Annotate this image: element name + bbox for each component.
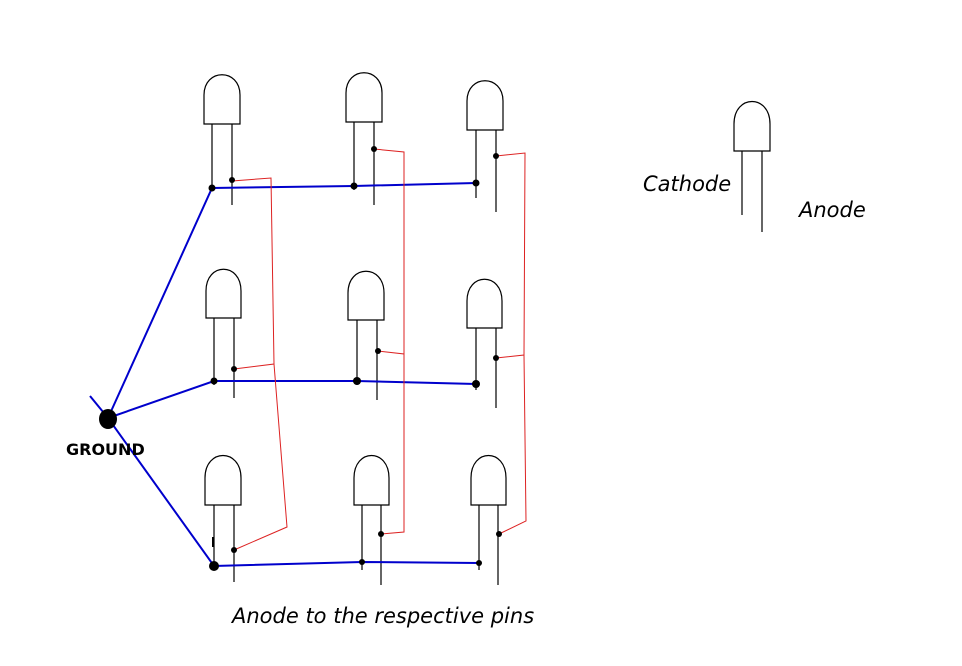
anode-label: Anode (797, 198, 866, 222)
junction-dot (496, 531, 502, 537)
junction-dot (210, 377, 218, 385)
ground-row-3-wire (89, 395, 480, 568)
junction-dot (209, 561, 219, 571)
led-dome (205, 268, 242, 319)
anode-column-3-wire (495, 152, 527, 535)
led-dome (345, 72, 383, 123)
junction-dot (208, 184, 216, 192)
led-dome (353, 454, 390, 506)
led-r2-c1 (205, 268, 242, 398)
junction-dot (231, 547, 237, 553)
led-r3-c3 (470, 454, 507, 585)
junction-dot (472, 179, 480, 187)
ground-row-2-wire (107, 380, 477, 419)
led-dome (466, 80, 504, 131)
junction-dot (353, 377, 361, 385)
led-dome (733, 100, 771, 152)
ground-node (99, 409, 117, 429)
junction-dot (476, 560, 482, 566)
ground-label: GROUND (66, 440, 145, 459)
anode-column-1-wire (231, 177, 288, 551)
junction-dot (350, 182, 358, 190)
junction-dot (378, 531, 384, 537)
led-r2-c3 (466, 278, 503, 408)
led-dome (204, 454, 242, 506)
legend-led (733, 100, 771, 232)
led-r1-c1 (203, 74, 241, 205)
junction-dot (359, 559, 365, 565)
ground-wires (89, 182, 480, 568)
caption-label: Anode to the respective pins (230, 604, 534, 628)
led-dome (203, 74, 241, 125)
junction-dots (208, 146, 502, 571)
led-dome (466, 278, 503, 329)
cathode-label: Cathode (643, 172, 731, 196)
junction-dot (229, 177, 235, 183)
led-r1-c3 (466, 80, 504, 212)
junction-dot (472, 380, 480, 388)
led-dome (347, 270, 385, 321)
junction-dot (493, 355, 499, 361)
junction-dot (375, 348, 381, 354)
junction-dot (231, 366, 237, 372)
led-r1-c2 (345, 72, 383, 205)
ground-row-1-wire (107, 182, 477, 419)
led-dome (470, 454, 507, 506)
led-r3-c2 (353, 454, 390, 585)
junction-dot (493, 153, 499, 159)
led-r2-c2 (347, 270, 385, 400)
junction-dot (371, 146, 377, 152)
